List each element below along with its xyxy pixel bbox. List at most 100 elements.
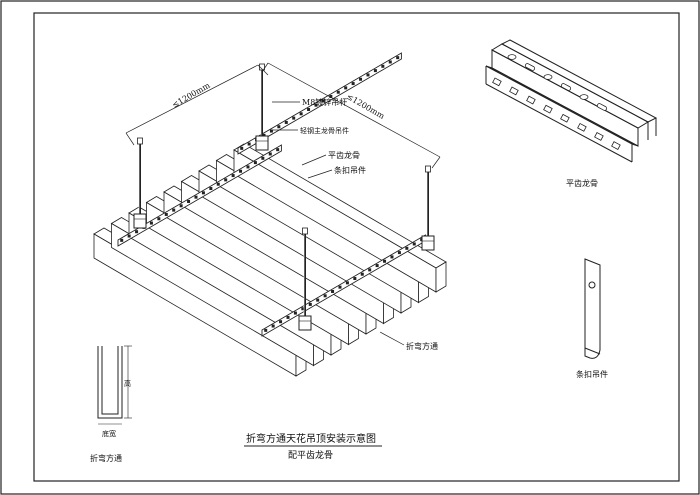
carrier-tooth: [246, 165, 250, 169]
carrier-tooth: [271, 324, 275, 328]
square-tube: [233, 143, 447, 293]
carrier-tooth: [172, 208, 176, 212]
carrier-tooth: [187, 199, 191, 203]
carrier-tooth: [201, 191, 205, 195]
clip-hanger-detail: [584, 258, 601, 359]
carrier-tooth: [164, 212, 168, 216]
carrier-detail-tooth: [543, 104, 553, 114]
carrier-tooth: [345, 281, 349, 285]
hanger-rod: [255, 63, 269, 151]
carrier-tooth: [368, 268, 372, 272]
carrier-detail: [485, 39, 658, 163]
rod-nut: [302, 227, 308, 235]
carrier-hole: [543, 74, 553, 80]
carrier-detail-tooth: [560, 113, 570, 123]
dimension-lines: [125, 62, 441, 169]
main-hanger-label: 轻钢主龙骨吊件: [300, 126, 349, 135]
carrier-tooth: [299, 112, 303, 116]
carrier-tooth: [284, 120, 288, 124]
carrier-tooth: [321, 99, 325, 103]
carrier-tooth: [239, 169, 243, 173]
tube-end: [435, 261, 447, 293]
carrier-tooth: [264, 328, 268, 332]
tube-label: 折弯方通: [406, 341, 438, 351]
carrier-hole: [579, 94, 589, 100]
hanger-rod: [133, 137, 147, 229]
carrier-slot: [524, 63, 536, 71]
dimension-label-left: ≤1200mm: [171, 81, 212, 110]
rod-nut: [425, 165, 431, 173]
carrier-hole: [507, 54, 517, 60]
rod-nut: [259, 63, 265, 71]
rod-label: M8镀锌吊杆: [302, 97, 347, 107]
carrier-tooth: [366, 73, 370, 77]
carrier-tooth: [336, 90, 340, 94]
carrier-tooth: [261, 156, 265, 160]
rod-nut: [137, 137, 143, 145]
carrier-tooth: [331, 289, 335, 293]
carrier-tooth: [323, 294, 327, 298]
carrier-tooth: [396, 56, 400, 60]
clip-hanger-detail-label: 条扣吊件: [576, 369, 608, 379]
carrier-detail-tooth: [509, 86, 519, 96]
carrier-detail-tooth: [594, 132, 604, 141]
carrier-slot: [596, 103, 608, 111]
carrier-tooth: [351, 82, 355, 86]
carrier-rail: [117, 144, 282, 247]
main-hanger: [133, 213, 147, 229]
carrier-detail-tooth: [611, 141, 621, 150]
carrier-tooth: [307, 107, 311, 111]
tube-profile-section: [97, 345, 132, 425]
carrier-tooth: [390, 255, 394, 259]
carrier-tooth: [405, 246, 409, 250]
carrier-tooth: [179, 204, 183, 208]
carrier-tooth: [388, 60, 392, 64]
profile-height-label: 高: [124, 379, 131, 388]
carrier-tooth: [135, 230, 139, 234]
carrier-tooth: [216, 182, 220, 186]
drawing-title: 折弯方通天花吊顶安装示意图: [246, 432, 376, 445]
carrier-tooth: [247, 142, 251, 146]
carrier-tooth: [383, 259, 387, 263]
main-hanger: [421, 235, 435, 251]
clip-hanger-label: 条扣吊件: [334, 165, 366, 175]
carrier-teeth: [492, 77, 621, 150]
carrier-tooth: [329, 95, 333, 99]
carrier-tooth: [276, 148, 280, 152]
main-hanger: [255, 135, 269, 151]
carrier-tooth: [353, 277, 357, 281]
carrier-detail-tooth: [577, 122, 587, 132]
carrier-tooth: [127, 234, 131, 238]
inner-border: [33, 12, 680, 482]
profile-width-label: 底宽: [102, 429, 116, 438]
carrier-tooth: [292, 116, 296, 120]
carrier-tooth: [293, 311, 297, 315]
carrier-detail-tooth: [492, 77, 502, 87]
hanger-rod: [298, 227, 312, 331]
carrier-tooth: [308, 302, 312, 306]
carrier-slot: [560, 83, 572, 91]
carrier-rail: [237, 52, 402, 155]
carrier-tooth: [314, 103, 318, 107]
carrier-tooth: [344, 86, 348, 90]
carrier-tooth: [262, 133, 266, 137]
carrier-tooth: [224, 178, 228, 182]
carrier-tooth: [301, 307, 305, 311]
carrier-tooth: [269, 129, 273, 133]
carrier-tooth: [231, 174, 235, 178]
ceiling-assembly: [93, 52, 447, 377]
carrier-tooth: [279, 320, 283, 324]
carrier-holes: [507, 54, 608, 111]
carrier-tooth: [268, 152, 272, 156]
carrier-tooth: [412, 242, 416, 246]
carrier-tooth: [157, 217, 161, 221]
carrier-tooth: [209, 187, 213, 191]
carrier-tooth: [360, 272, 364, 276]
carrier-tooth: [286, 315, 290, 319]
carrier-tooth: [373, 69, 377, 73]
carrier-tooth: [359, 77, 363, 81]
carrier-tooth: [375, 264, 379, 268]
carrier-tooth: [338, 285, 342, 289]
